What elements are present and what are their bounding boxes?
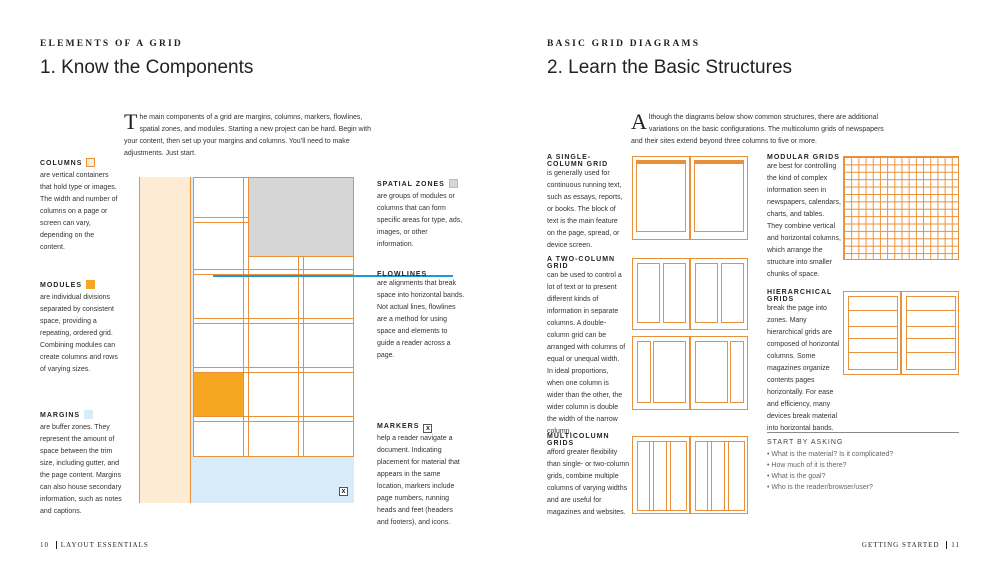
right-running-foot: GETTING STARTED xyxy=(861,541,940,549)
highlighted-column xyxy=(139,177,191,503)
two-column-equal-left-page xyxy=(632,258,690,330)
spatial-zones-heading: SPATIAL ZONES xyxy=(377,181,445,188)
modular-definition: MODULAR GRIDS are best for controlling t… xyxy=(767,154,841,281)
left-page-number: 10 xyxy=(40,541,49,549)
hierarchical-heading: HIERARCHICAL GRIDS xyxy=(767,289,833,303)
columns-text: are vertical containers that hold type o… xyxy=(40,172,118,251)
markers-heading: MARKERS xyxy=(377,423,420,430)
two-column-unequal-right-page xyxy=(690,336,748,410)
start-by-asking-heading: START BY ASKING xyxy=(767,439,844,446)
modular-text: are best for controlling the kind of com… xyxy=(767,163,841,278)
multicolumn-definition: MULTICOLUMN GRIDS afford greater flexibi… xyxy=(547,433,631,519)
single-column-text: is generally used for continuous running… xyxy=(547,170,623,249)
two-column-equal-right-page xyxy=(690,258,748,330)
hierarchical-text: break the page into zones. Many hierarch… xyxy=(767,305,840,432)
marker-icon: x xyxy=(339,487,348,496)
question-item: • What is the goal? xyxy=(767,473,826,480)
flowlines-text: are alignments that break space into hor… xyxy=(377,280,465,359)
multicolumn-heading: MULTICOLUMN GRIDS xyxy=(547,433,610,447)
margins-swatch xyxy=(84,410,94,419)
two-column-heading: A TWO-COLUMN GRID xyxy=(547,256,616,270)
single-column-right-page xyxy=(690,156,748,240)
right-page-title: 2. Learn the Basic Structures xyxy=(547,57,793,78)
single-column-definition: A SINGLE-COLUMN GRID is generally used f… xyxy=(547,154,627,252)
right-page-number: 11 xyxy=(951,541,960,549)
spatial-zone xyxy=(248,177,354,257)
flowlines-heading: FLOWLINES xyxy=(377,271,428,278)
modules-definition: MODULES are individual divisions separat… xyxy=(40,274,120,376)
left-running-foot: LAYOUT ESSENTIALS xyxy=(60,541,149,549)
flowlines-definition: FLOWLINES are alignments that break spac… xyxy=(377,271,465,362)
right-intro-text: lthough the diagrams below show common s… xyxy=(631,114,884,145)
modular-grid-diagram xyxy=(843,156,959,260)
multicolumn-right-page xyxy=(690,436,748,514)
flowline xyxy=(213,275,453,277)
left-page-title: 1. Know the Components xyxy=(40,57,254,78)
right-folio: GETTING STARTED 11 xyxy=(862,541,960,549)
columns-swatch xyxy=(86,158,96,167)
right-intro-dropcap: A xyxy=(631,109,647,134)
spatial-zones-swatch xyxy=(448,179,458,188)
margins-heading: MARGINS xyxy=(40,412,81,419)
markers-text: help a reader navigate a document. Indic… xyxy=(377,435,460,526)
question-item: • What is the material? Is it complicate… xyxy=(767,451,894,458)
two-column-unequal-left-page xyxy=(632,336,690,410)
modular-heading: MODULAR GRIDS xyxy=(767,154,840,161)
right-kicker: BASIC GRID DIAGRAMS xyxy=(547,39,701,49)
highlighted-module xyxy=(194,373,243,416)
modules-heading: MODULES xyxy=(40,282,82,289)
grid-diagram: x xyxy=(139,177,354,503)
single-column-heading: A SINGLE-COLUMN GRID xyxy=(547,154,609,168)
start-by-asking-rule xyxy=(767,432,959,433)
hierarchical-right-page xyxy=(901,291,959,375)
hierarchical-left-page xyxy=(843,291,901,375)
margins-definition: MARGINS are buffer zones. They represent… xyxy=(40,404,122,518)
multicolumn-left-page xyxy=(632,436,690,514)
left-intro-text: he main components of a grid are margins… xyxy=(124,114,371,157)
hierarchical-definition: HIERARCHICAL GRIDS break the page into z… xyxy=(767,289,841,435)
columns-definition: COLUMNS are vertical containers that hol… xyxy=(40,152,120,254)
single-column-left-page xyxy=(632,156,690,240)
spatial-zones-text: are groups of modules or columns that ca… xyxy=(377,193,463,248)
columns-heading: COLUMNS xyxy=(40,160,83,167)
modules-text: are individual divisions separated by co… xyxy=(40,294,118,373)
question-item: • How much of it is there? xyxy=(767,462,847,469)
question-item: • Who is the reader/browser/user? xyxy=(767,484,873,491)
left-folio: 10 LAYOUT ESSENTIALS xyxy=(40,541,149,549)
question-list: • What is the material? Is it complicate… xyxy=(767,449,959,493)
spatial-zones-definition: SPATIAL ZONES are groups of modules or c… xyxy=(377,173,463,251)
left-intro-dropcap: T xyxy=(124,109,138,134)
margins-text: are buffer zones. They represent the amo… xyxy=(40,424,122,515)
left-kicker: ELEMENTS OF A GRID xyxy=(40,39,183,49)
markers-badge: x xyxy=(423,424,433,433)
modules-swatch xyxy=(86,280,95,289)
two-column-definition: A TWO-COLUMN GRID can be used to control… xyxy=(547,256,627,438)
two-column-text: can be used to control a lot of text or … xyxy=(547,272,626,435)
multicolumn-text: afford greater flexibility than single- … xyxy=(547,449,630,516)
